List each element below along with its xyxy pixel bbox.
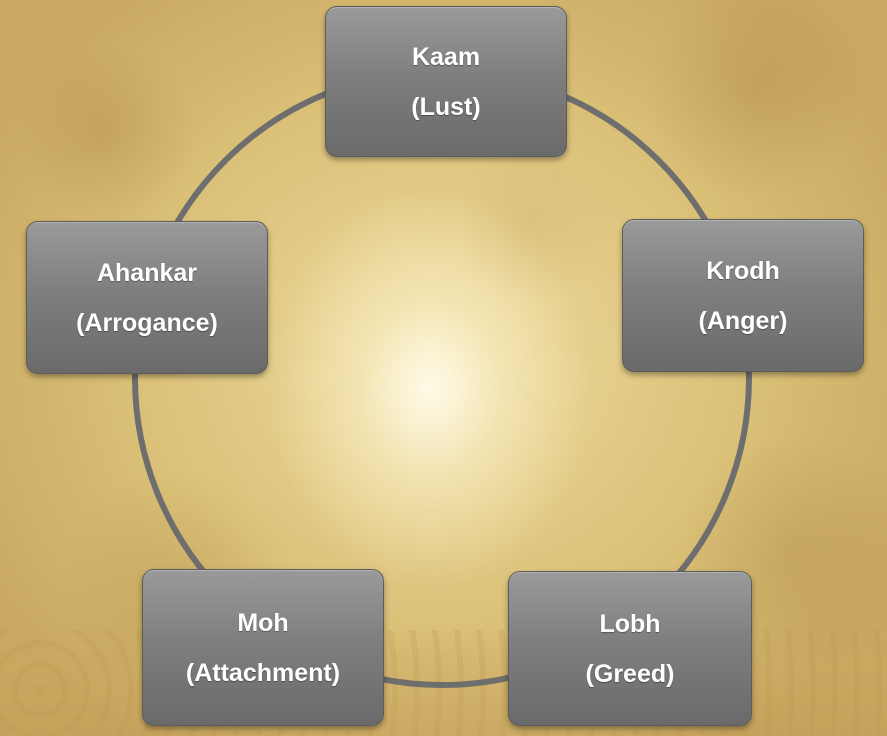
node-krodh-meaning: (Anger) [698, 306, 788, 335]
node-kaam: Kaam (Lust) [325, 6, 567, 157]
node-kaam-meaning: (Lust) [411, 92, 481, 121]
node-krodh: Krodh (Anger) [622, 219, 864, 372]
node-lobh-meaning: (Greed) [585, 659, 675, 688]
node-kaam-name: Kaam [411, 42, 481, 71]
node-lobh-name: Lobh [599, 609, 661, 638]
node-lobh: Lobh (Greed) [508, 571, 752, 726]
node-moh: Moh (Attachment) [142, 569, 384, 726]
node-krodh-name: Krodh [706, 256, 780, 285]
node-moh-meaning: (Attachment) [185, 658, 341, 687]
node-ahankar: Ahankar (Arrogance) [26, 221, 268, 374]
node-ahankar-name: Ahankar [96, 258, 198, 287]
node-ahankar-meaning: (Arrogance) [76, 308, 218, 337]
node-moh-name: Moh [237, 608, 289, 637]
